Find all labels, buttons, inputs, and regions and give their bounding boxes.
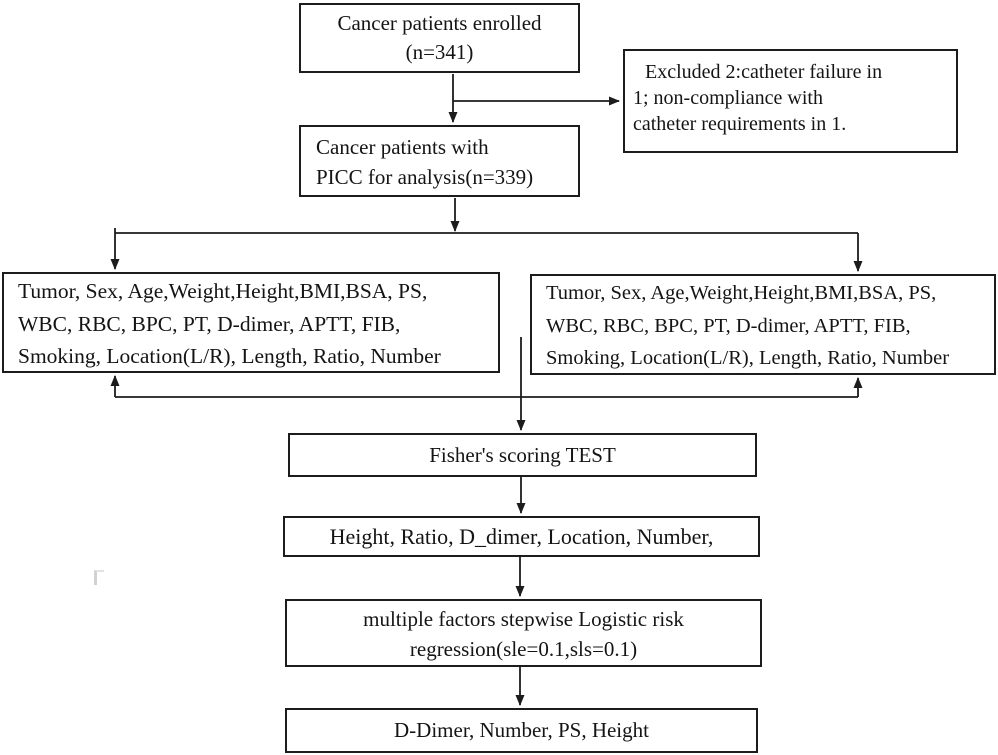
stray-artifact-mark [94, 570, 104, 585]
node-picc-line2: PICC for analysis(n=339) [316, 165, 534, 189]
node-excluded-line3: catheter requirements in 1. [633, 113, 847, 135]
node-variables-right-line2: WBC, RBC, BPC, PT, D-dimer, APTT, FIB, [546, 314, 911, 337]
node-selected-label: Height, Ratio, D_dimer, Location, Number… [329, 524, 714, 549]
node-excluded: Excluded 2:catheter failure in 1; non-co… [623, 49, 958, 153]
node-picc-analysis: Cancer patients with PICC for analysis(n… [299, 125, 580, 197]
node-variables-left-line3: Smoking, Location(L/R), Length, Ratio, N… [18, 344, 441, 368]
node-enrolled: Cancer patients enrolled (n=341) [299, 3, 580, 73]
node-variables-left-line2: WBC, RBC, BPC, PT, D-dimer, APTT, FIB, [18, 311, 401, 336]
node-enrolled-line2: (n=341) [405, 40, 474, 64]
node-picc-line1: Cancer patients with [316, 135, 489, 159]
node-logistic-line1: multiple factors stepwise Logistic risk [363, 607, 684, 631]
node-excluded-line1: Excluded 2:catheter failure in [645, 61, 883, 83]
node-logistic-line2: regression(sle=0.1,sls=0.1) [409, 637, 638, 661]
node-variables-left: Tumor, Sex, Age,Weight,Height,BMI,BSA, P… [2, 272, 500, 373]
node-final-factors: D-Dimer, Number, PS, Height [285, 708, 758, 753]
node-variables-right-line1: Tumor, Sex, Age,Weight,Height,BMI,BSA, P… [546, 282, 937, 304]
node-final-label: D-Dimer, Number, PS, Height [394, 718, 649, 742]
node-excluded-line2: 1; non-compliance with [633, 87, 823, 109]
node-variables-right-line3: Smoking, Location(L/R), Length, Ratio, N… [546, 347, 950, 369]
node-selected-variables: Height, Ratio, D_dimer, Location, Number… [283, 516, 760, 557]
node-fisher-label: Fisher's scoring TEST [429, 443, 616, 467]
node-fisher-test: Fisher's scoring TEST [288, 433, 757, 477]
node-variables-right: Tumor, Sex, Age,Weight,Height,BMI,BSA, P… [530, 274, 996, 375]
node-variables-left-line1: Tumor, Sex, Age,Weight,Height,BMI,BSA, P… [18, 279, 428, 303]
node-enrolled-line1: Cancer patients enrolled [337, 11, 542, 35]
node-logistic-regression: multiple factors stepwise Logistic risk … [285, 599, 762, 667]
